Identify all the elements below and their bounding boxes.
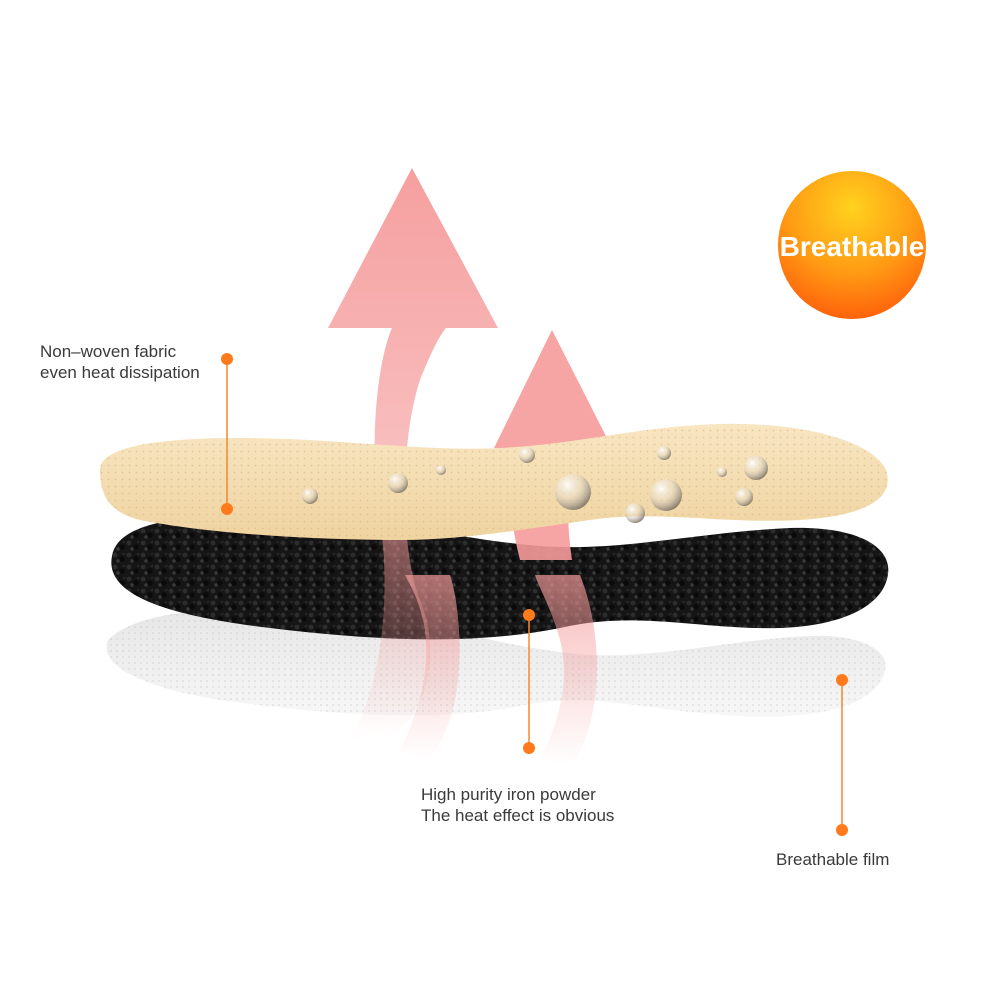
water-droplets <box>302 446 768 523</box>
callout-line: The heat effect is obvious <box>421 806 615 825</box>
callout-dot <box>523 609 535 621</box>
breathable-badge: Breathable <box>778 171 926 319</box>
callout-leaders <box>221 353 848 836</box>
heat-arrow-large <box>328 168 498 740</box>
callout-dot <box>523 742 535 754</box>
callout-middle-layer: High purity iron powder The heat effect … <box>421 784 614 826</box>
heat-arrow-lower <box>535 575 597 765</box>
callout-bottom-layer: Breathable film <box>776 849 889 870</box>
callout-dot <box>836 674 848 686</box>
callout-top-layer: Non–woven fabric even heat dissipation <box>40 341 200 383</box>
callout-line: even heat dissipation <box>40 363 200 382</box>
iron-powder-layer <box>111 515 889 640</box>
badge-circle <box>778 171 926 319</box>
callout-dot <box>221 503 233 515</box>
callout-dot <box>221 353 233 365</box>
callout-line: Breathable film <box>776 850 890 869</box>
non-woven-fabric-layer <box>100 423 888 540</box>
heat-arrow-lower-left <box>400 575 460 760</box>
callout-line: Non–woven fabric <box>40 342 177 361</box>
breathable-film-layer <box>106 608 886 717</box>
badge-text: Breathable <box>780 231 925 262</box>
callout-dot <box>836 824 848 836</box>
callout-line: High purity iron powder <box>421 785 596 804</box>
